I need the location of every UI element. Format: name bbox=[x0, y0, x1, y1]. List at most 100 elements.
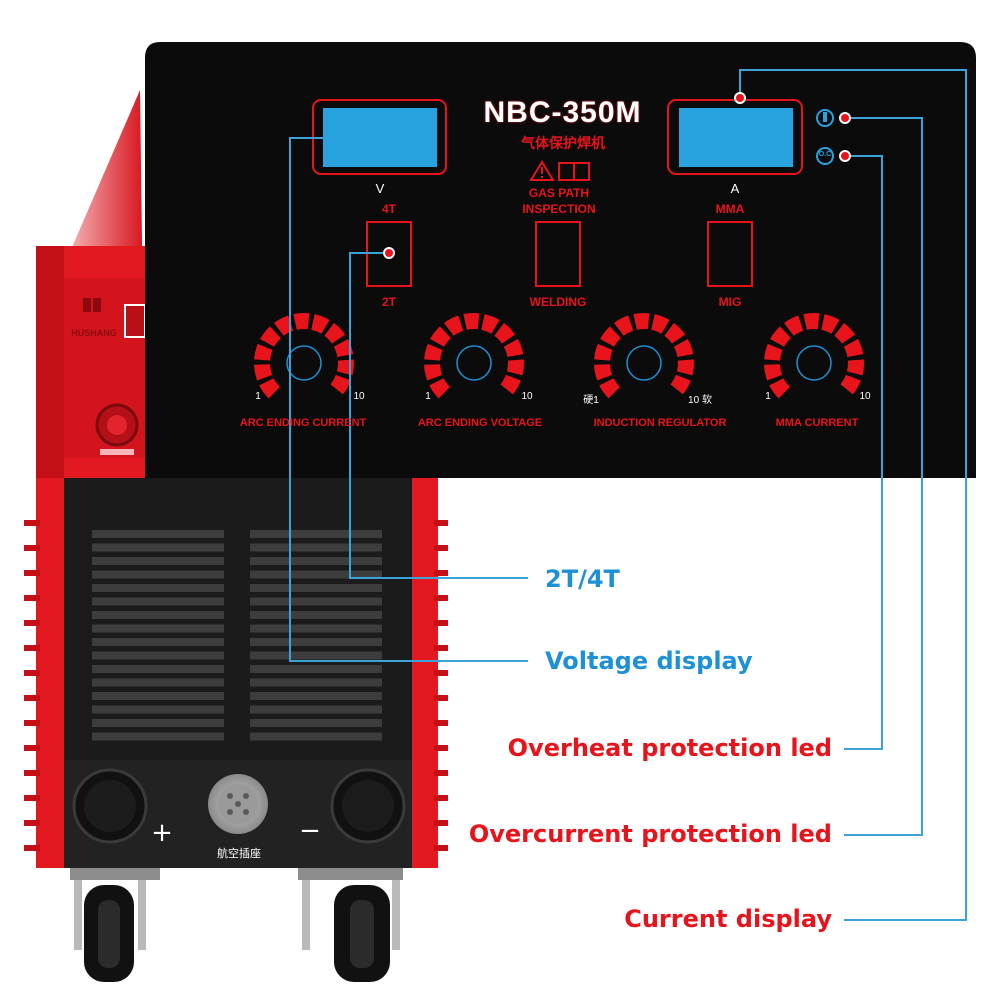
knob-scale-segment bbox=[274, 315, 294, 336]
knob-scale-segment bbox=[599, 378, 620, 399]
knob-1-max: 10 bbox=[353, 391, 365, 402]
vent-slat bbox=[250, 719, 382, 727]
callout-overheat-led: Overheat protection led bbox=[507, 734, 832, 762]
cooling-fins-left bbox=[24, 520, 40, 851]
knob-scale-segment bbox=[633, 313, 650, 330]
vent-slat bbox=[250, 651, 382, 660]
vent-slat bbox=[250, 665, 382, 673]
vent-slat bbox=[250, 597, 382, 606]
knob-4-min: 1 bbox=[765, 391, 771, 402]
knob-scale-segment bbox=[594, 343, 613, 361]
knob-scale-segment bbox=[803, 313, 820, 330]
knob-3-min: 硬1 bbox=[583, 395, 599, 406]
vent-slat bbox=[250, 692, 382, 700]
vent-slat bbox=[92, 665, 224, 673]
vent-slat bbox=[250, 638, 382, 646]
knob-1-label: ARC ENDING CURRENT bbox=[239, 417, 367, 429]
vent-slat bbox=[250, 678, 382, 687]
switch-2-bottom-label: WELDING bbox=[529, 295, 587, 309]
knob-scale-segment bbox=[494, 322, 516, 344]
vent-slat bbox=[92, 692, 224, 700]
knob-3-max: 10 软 bbox=[688, 395, 712, 406]
vent-slat bbox=[250, 624, 382, 633]
knob-scale-segment bbox=[600, 326, 621, 347]
knob-scale-segment bbox=[673, 339, 694, 357]
knob-1 bbox=[254, 313, 355, 399]
vent-slat bbox=[92, 584, 224, 592]
vent-slat bbox=[250, 611, 382, 619]
knob-4-label: MMA CURRENT bbox=[775, 417, 859, 429]
knob-scale-segment bbox=[259, 378, 280, 399]
knob-center bbox=[626, 345, 662, 381]
knob-scale-segment bbox=[311, 314, 330, 334]
current-display bbox=[679, 108, 793, 167]
knob-scale-segment bbox=[664, 322, 686, 344]
vent-slat bbox=[250, 543, 382, 552]
cooling-fins-right bbox=[434, 520, 448, 851]
knob-scale-segment bbox=[594, 364, 613, 381]
plus-sign: + bbox=[151, 818, 173, 848]
socket-label: 航空插座 bbox=[217, 847, 261, 860]
knob-scale-segment bbox=[651, 314, 670, 334]
overcurrent-led-icon bbox=[816, 147, 834, 165]
switch-1-bottom-label: 2T bbox=[381, 295, 396, 309]
vent-grille bbox=[92, 530, 382, 741]
callout-voltage-display: Voltage display bbox=[545, 647, 753, 675]
brand-label: HUSHANG bbox=[71, 328, 117, 338]
gas-path-label-line1: GAS PATH bbox=[528, 186, 590, 200]
brand-logo bbox=[83, 298, 101, 312]
switch-3-top-label: MMA bbox=[715, 202, 745, 216]
vent-slat bbox=[92, 705, 224, 714]
vent-slat bbox=[92, 597, 224, 606]
vent-slat bbox=[250, 705, 382, 714]
knob-scale-segment bbox=[293, 313, 310, 330]
knob-scale-segment bbox=[840, 374, 861, 395]
knob-3 bbox=[594, 313, 694, 399]
knob-scale-segment bbox=[424, 364, 443, 381]
knob-2-label: ARC ENDING VOLTAGE bbox=[417, 417, 543, 429]
knob-3-label: INDUCTION REGULATOR bbox=[593, 417, 727, 429]
warning-icon bbox=[529, 160, 555, 181]
knob-center bbox=[796, 345, 832, 381]
knob-scale-segment bbox=[770, 326, 791, 347]
knob-scale-segment bbox=[821, 314, 840, 334]
knob-scale-segment bbox=[676, 359, 694, 376]
vent-slat bbox=[92, 651, 224, 660]
overheat-led-icon bbox=[816, 109, 834, 127]
vent-slat bbox=[250, 530, 382, 538]
knob-center bbox=[456, 345, 492, 381]
knob-scale-segment bbox=[506, 359, 524, 376]
switch-gas-welding bbox=[535, 221, 581, 287]
knob-2-max: 10 bbox=[521, 391, 533, 402]
knob-scale-segment bbox=[784, 315, 804, 336]
vent-slat bbox=[250, 570, 382, 579]
knob-4-max: 10 bbox=[859, 391, 871, 402]
callout-2t-4t: 2T/4T bbox=[545, 565, 620, 593]
knob-4 bbox=[764, 313, 864, 399]
vent-slat bbox=[92, 530, 224, 538]
knob-scale-segment bbox=[333, 339, 354, 357]
minus-sign: − bbox=[299, 816, 321, 846]
callout-overcurrent-led: Overcurrent protection led bbox=[468, 820, 832, 848]
vent-slat bbox=[92, 611, 224, 619]
wheel-right bbox=[298, 868, 403, 982]
vent-slat bbox=[92, 543, 224, 552]
switch-1-top-label: 4T bbox=[381, 202, 396, 216]
knob-scale-segment bbox=[429, 378, 450, 399]
knob-scale-segment bbox=[500, 374, 521, 395]
knob-1-min: 1 bbox=[255, 391, 261, 402]
vent-slat bbox=[92, 719, 224, 727]
knob-scale-segment bbox=[764, 343, 783, 361]
knob-scale-segment bbox=[260, 326, 281, 347]
wheel-left bbox=[70, 868, 160, 982]
vent-slat bbox=[250, 584, 382, 592]
vent-slat bbox=[92, 624, 224, 633]
knob-scale-segment bbox=[834, 322, 856, 344]
knob-scale-segment bbox=[463, 313, 480, 330]
callout-current-display: Current display bbox=[624, 905, 832, 933]
knob-scale-segment bbox=[254, 343, 273, 361]
vent-slat bbox=[92, 557, 224, 565]
knob-scale-segment bbox=[444, 315, 464, 336]
